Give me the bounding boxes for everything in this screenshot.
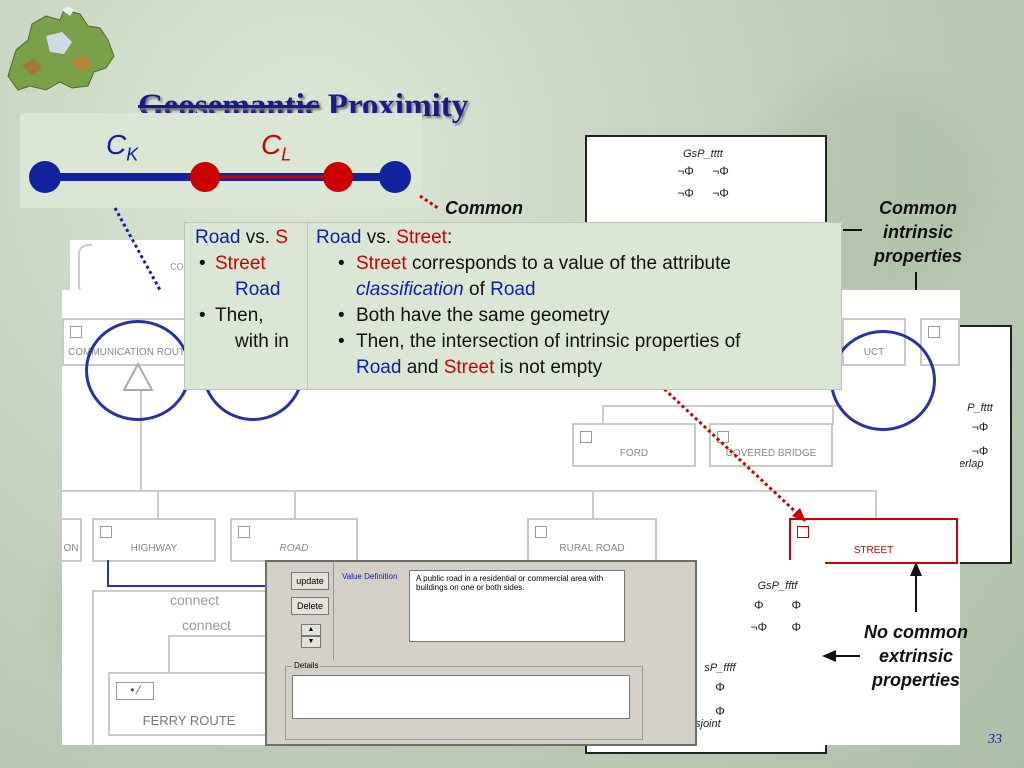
node-road[interactable]: ROAD (230, 518, 358, 562)
cl-label: CL (261, 129, 292, 165)
gsp-fftf-label: GsP_fftf (757, 580, 798, 592)
gsp-ffff-note: sjoint (695, 718, 721, 730)
node-label: RURAL ROAD (559, 543, 625, 554)
bullet-2: • Both have the same geometry (338, 305, 610, 326)
callout-common-intrinsic: Common intrinsic properties (873, 198, 963, 266)
gsp-cell: Φ (753, 598, 764, 612)
diagram-top-fragment: co (170, 258, 184, 273)
gsp-cell: Φ (791, 598, 802, 612)
bullet-1: • Street corresponds to a value of the a… (338, 253, 731, 300)
bullet-3: • Then, the intersection of intrinsic pr… (338, 331, 741, 378)
node-covered-bridge[interactable]: COVERED BRIDGE (709, 423, 833, 467)
right-frame (960, 325, 1012, 564)
text-heading: Road vs. Street: (316, 227, 453, 248)
node-street[interactable]: STREET (789, 518, 958, 564)
scroll-up-button[interactable]: ▲ (301, 624, 321, 636)
delete-button[interactable]: Delete (291, 597, 329, 615)
gsp-cell: ¬Φ (712, 164, 729, 178)
gsp-cell: ¬Φ (971, 420, 989, 434)
node-label: HIGHWAY (130, 543, 178, 554)
gsp-fttt-note: erlap (959, 458, 984, 470)
ck-cl-panel: CK CL (20, 113, 422, 208)
node-label: STREET (853, 545, 894, 556)
node-label: ON (63, 543, 79, 554)
value-definition-label: Value Definition (342, 572, 398, 581)
node-highway[interactable]: HIGHWAY (92, 518, 216, 562)
details-field[interactable] (292, 675, 630, 719)
node-label: ROAD (279, 543, 309, 554)
gsp-tttt-label: GsP_tttt (683, 148, 723, 160)
page-number: 33 (988, 732, 1002, 747)
gsp-cell: Φ (715, 680, 725, 694)
details-group: Details (285, 661, 643, 740)
gsp-cell: ¬Φ (677, 186, 694, 200)
text-box-front: Road vs. Street: • Street corresponds to… (307, 222, 842, 390)
value-definition-field[interactable]: A public road in a residential or commer… (409, 570, 625, 642)
node-label: FERRY ROUTE (142, 713, 236, 728)
gsp-ffff-label: sP_ffff (704, 662, 736, 674)
callout-common: Common (445, 198, 523, 218)
value-definition-dialog: update Delete ▲ ▼ Value Definition A pub… (265, 560, 697, 746)
update-button[interactable]: update (291, 572, 329, 590)
gsp-ffff-box: sP_ffff Φ Φ sjoint (695, 662, 745, 742)
gsp-cell: Φ (715, 704, 725, 718)
scroll-down-button[interactable]: ▼ (301, 636, 321, 648)
gsp-cell: ¬Φ (971, 444, 989, 458)
node-label: FORD (619, 448, 649, 459)
details-label: Details (292, 661, 321, 670)
gsp-cell: ¬Φ (712, 186, 729, 200)
ck-label: CK (106, 129, 139, 165)
gsp-cell: Φ (791, 620, 802, 634)
gsp-fttt-label: P_fttt (967, 402, 993, 414)
canada-map-logo (7, 6, 115, 91)
node-on[interactable]: ON (60, 518, 82, 562)
node-label: COVERED BRIDGE (725, 448, 817, 459)
ck-cl-line-diagram (29, 161, 411, 193)
gsp-fftf-box: GsP_fftf Φ Φ ¬Φ Φ (740, 580, 815, 650)
gsp-cell: ¬Φ (750, 620, 768, 634)
connect-label-2: connect (182, 617, 232, 633)
callout-no-common-extrinsic: No common extrinsic properties (863, 622, 968, 690)
gsp-cell: ¬Φ (677, 164, 694, 178)
gsp-tttt-box: GsP_tttt ¬Φ ¬Φ ¬Φ ¬Φ (668, 148, 738, 218)
node-ford[interactable]: FORD (572, 423, 696, 467)
gsp-fttt-box: P_fttt ¬Φ ¬Φ erlap (955, 402, 1005, 482)
connect-label-1: connect (170, 592, 220, 608)
